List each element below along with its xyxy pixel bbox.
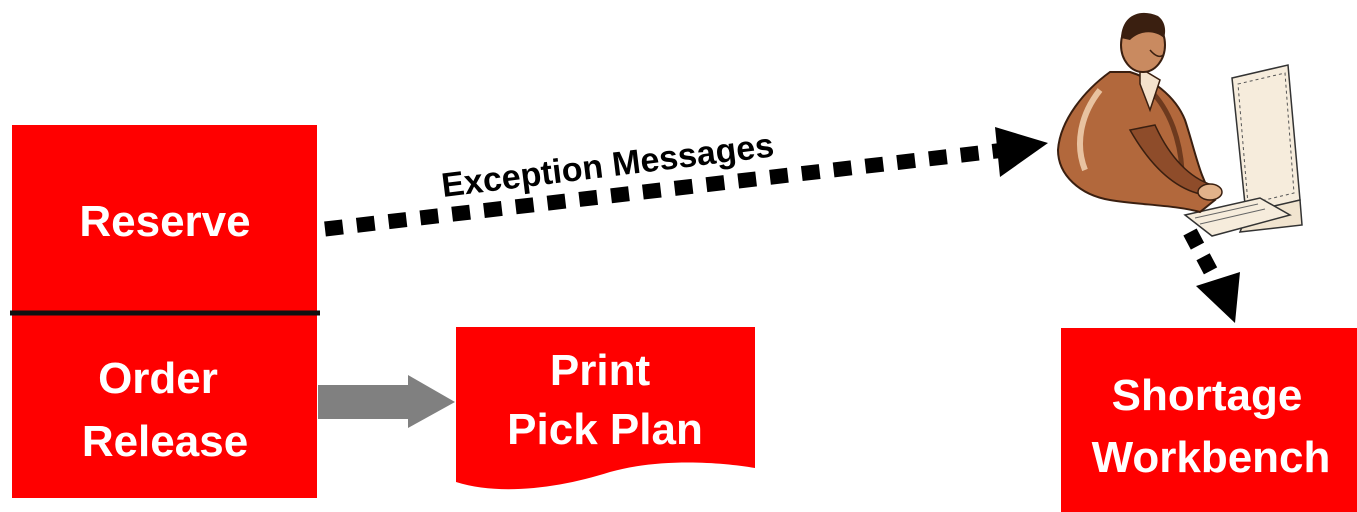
print-pick-plan-label-line2: Pick Plan bbox=[507, 405, 703, 454]
shortage-workbench-label-line2: Workbench bbox=[1092, 433, 1331, 482]
shortage-workbench-box bbox=[1061, 328, 1357, 512]
person-at-computer-icon bbox=[1058, 13, 1302, 236]
shortage-workbench-label-line1: Shortage bbox=[1112, 371, 1303, 420]
order-release-box bbox=[12, 313, 317, 498]
release-to-print-arrow bbox=[318, 375, 455, 428]
order-release-label-line2: Release bbox=[82, 417, 248, 466]
exception-messages-label: Exception Messages bbox=[439, 126, 776, 204]
print-pick-plan-label-line1: Print bbox=[550, 346, 651, 395]
user-to-workbench-arrow bbox=[1190, 232, 1240, 323]
reserve-label: Reserve bbox=[79, 197, 250, 246]
order-release-label-line1: Order bbox=[98, 354, 218, 403]
